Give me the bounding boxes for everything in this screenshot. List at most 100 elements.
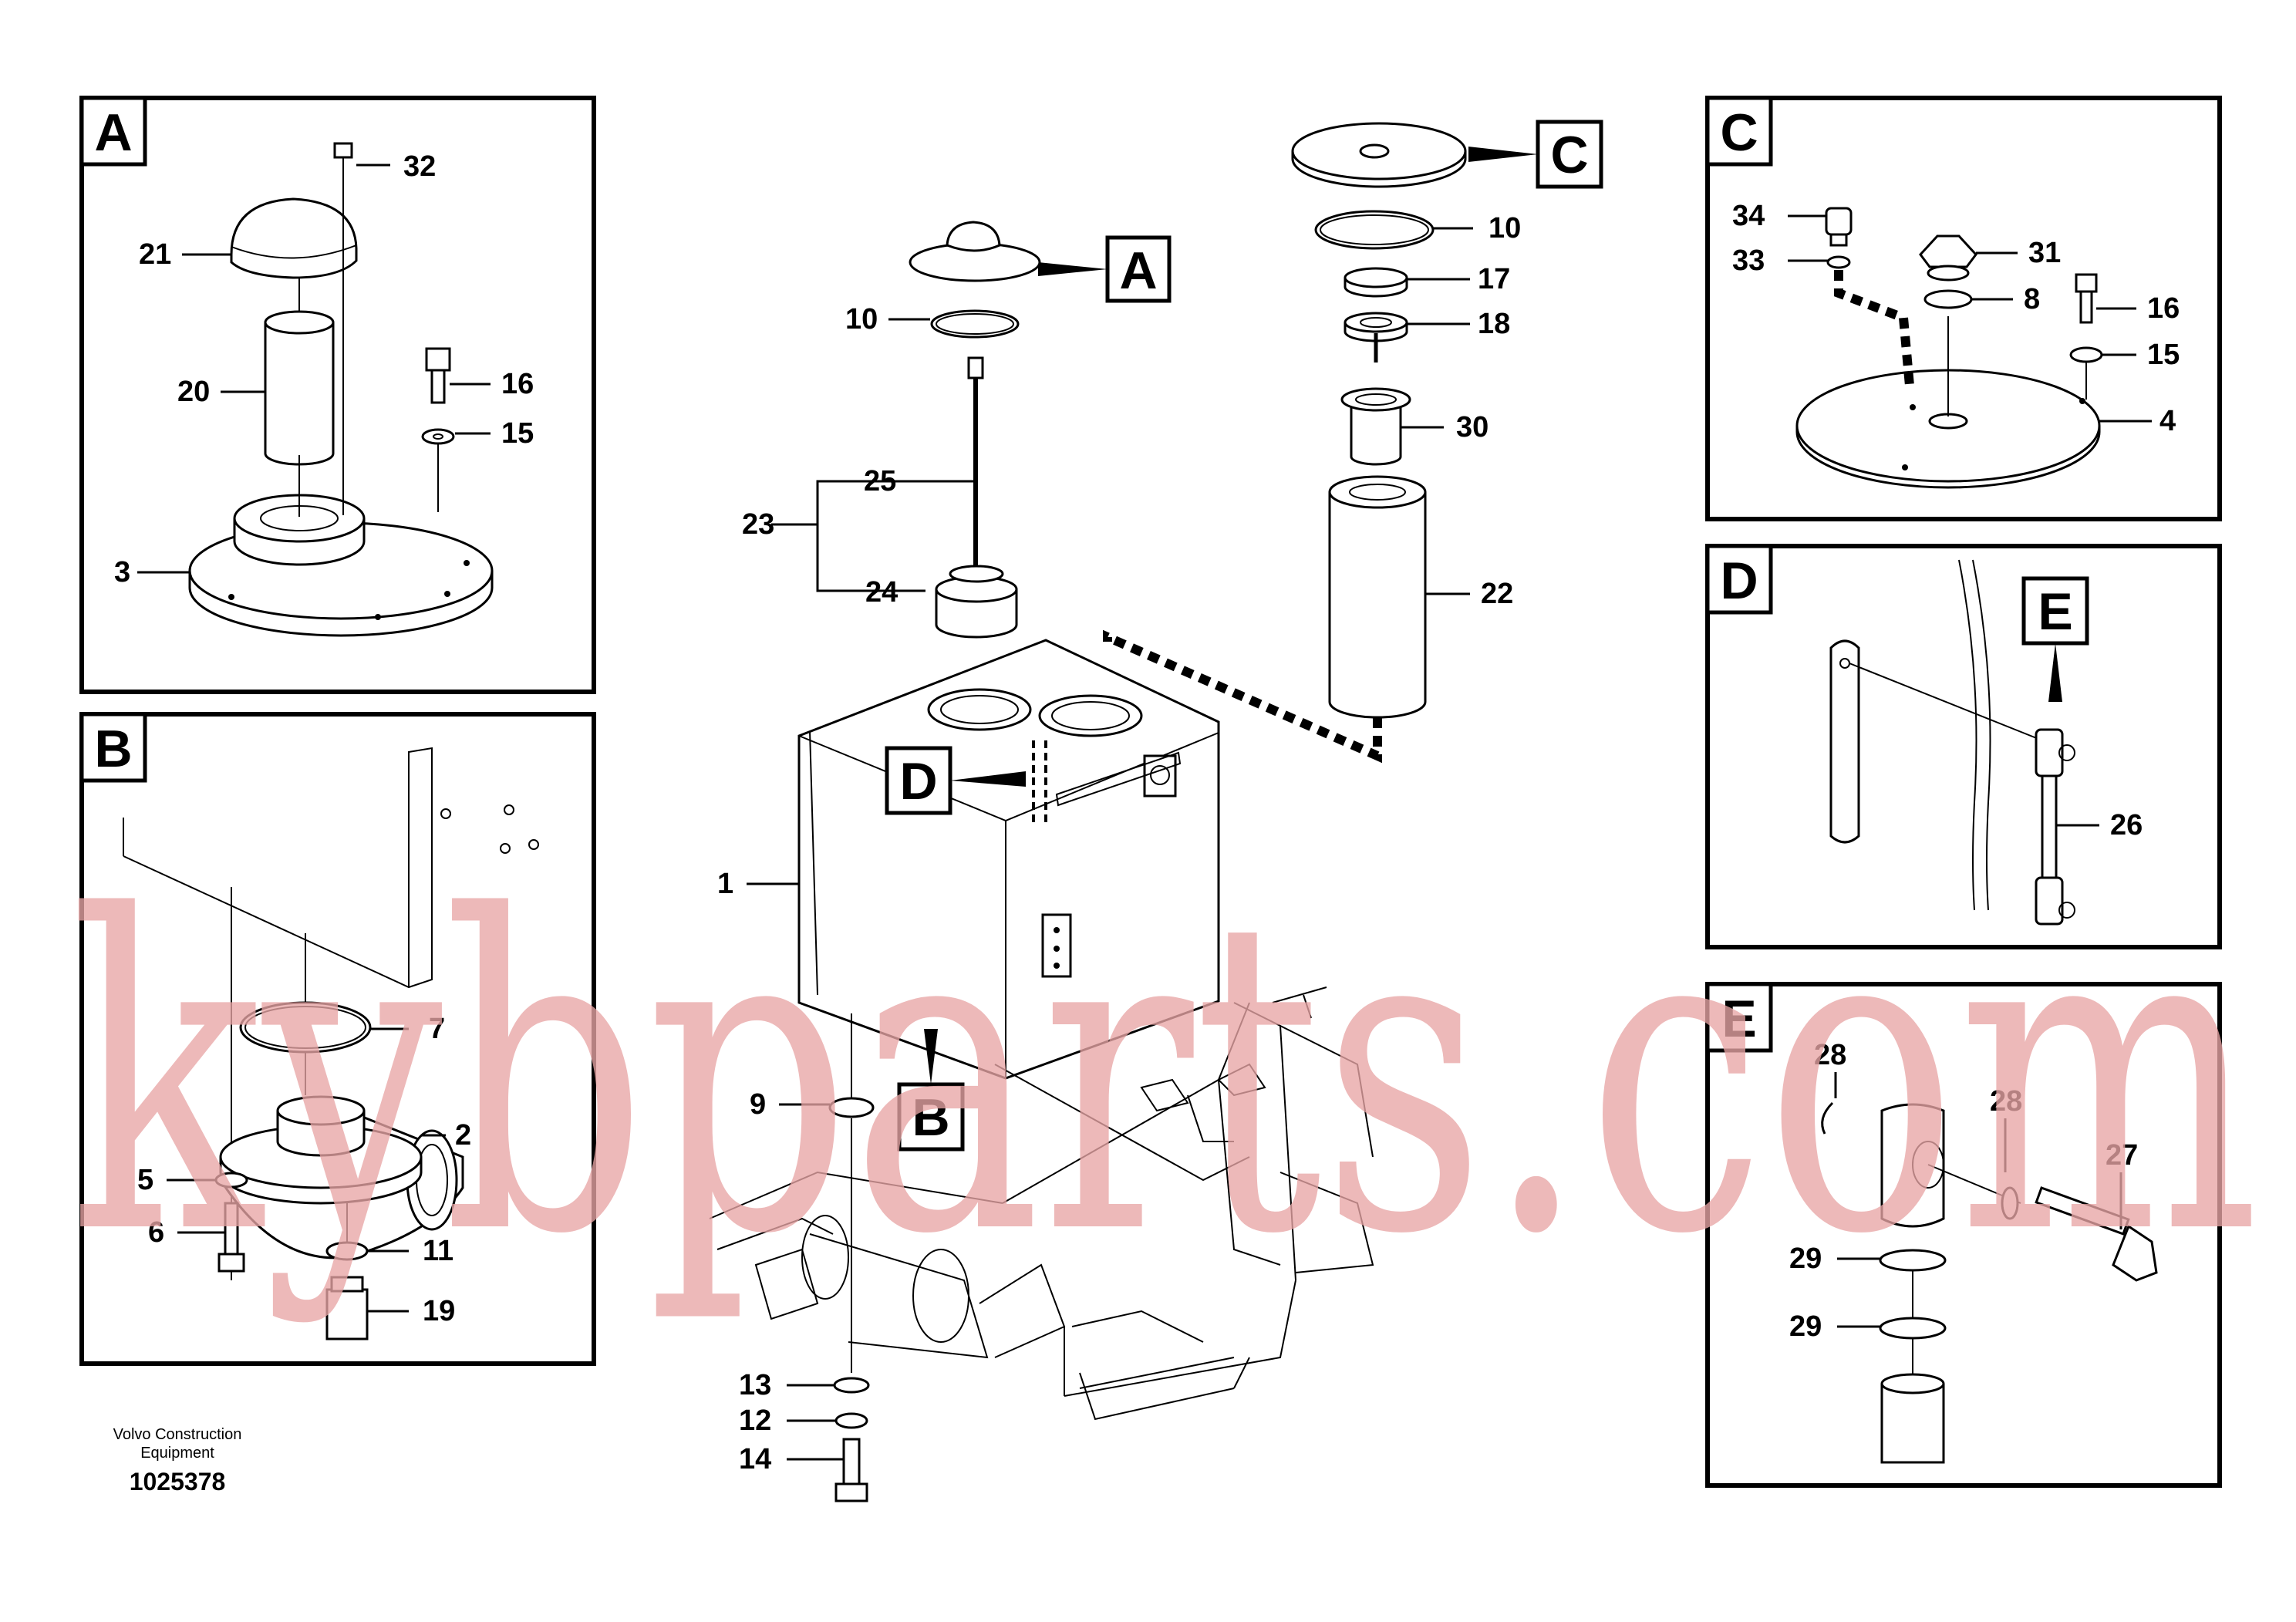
label-22: 22 (1481, 578, 1513, 610)
label-19: 19 (423, 1295, 455, 1327)
filter-tube-20[interactable] (264, 322, 335, 466)
callout-b-letter: B (912, 1088, 949, 1147)
panel-d: D 26 E (1705, 544, 2222, 949)
label-32: 32 (403, 150, 436, 183)
seal-28a[interactable] (1821, 1101, 1834, 1135)
label-3: 3 (114, 556, 130, 588)
drawing-number: 1025378 (130, 1468, 226, 1496)
label-18: 18 (1478, 308, 1510, 340)
label-23: 23 (742, 508, 774, 541)
label-30: 30 (1456, 411, 1489, 443)
bolt-16[interactable] (425, 347, 451, 372)
o-ring-10b[interactable] (1314, 210, 1435, 250)
washer-15[interactable] (421, 428, 455, 445)
label-11: 11 (423, 1235, 453, 1267)
panel-e-letter: E (1721, 990, 1756, 1048)
panel-b: B 7 2 5 6 (79, 712, 596, 1366)
label-2: 2 (455, 1119, 471, 1152)
callout-e-letter: E (2038, 582, 2072, 641)
label-13: 13 (739, 1369, 771, 1401)
label-16a: 16 (501, 368, 534, 400)
label-12: 12 (739, 1404, 771, 1437)
label-15c: 15 (2147, 339, 2180, 371)
panel-d-tag (1705, 544, 1773, 615)
label-31: 31 (2028, 237, 2061, 269)
return-filter-22[interactable] (1328, 492, 1427, 719)
plug-34[interactable] (1825, 207, 1853, 236)
label-25: 25 (864, 465, 896, 497)
float-24[interactable] (935, 589, 1018, 639)
callout-d (885, 746, 952, 815)
label-28a: 28 (1814, 1039, 1846, 1071)
panel-c-tag (1705, 96, 1773, 167)
label-15a: 15 (501, 417, 534, 450)
company-name-line1: Volvo Construction (113, 1426, 242, 1443)
panel-d-letter: D (1720, 551, 1758, 610)
label-33: 33 (1732, 244, 1765, 277)
label-1: 1 (717, 868, 733, 900)
sight-tube[interactable] (1880, 1384, 1945, 1464)
panel-b-frame (79, 712, 596, 1366)
label-10a: 10 (845, 303, 878, 336)
panel-d-frame (1705, 544, 2222, 949)
watermark-text: kybparts.com (69, 826, 2260, 1329)
label-10b: 10 (1489, 212, 1521, 244)
bolt-14[interactable] (842, 1438, 861, 1485)
label-16c: 16 (2147, 292, 2180, 325)
label-4: 4 (2159, 405, 2176, 437)
callout-a-letter: A (1119, 241, 1157, 300)
company-name-line2: Equipment (140, 1445, 214, 1462)
spacer-9[interactable] (828, 1097, 875, 1118)
lock-washer-12[interactable] (834, 1412, 868, 1429)
sight-bracket[interactable] (1829, 639, 1860, 844)
washer-13[interactable] (833, 1377, 870, 1394)
center-assembly: A 10 25 23 24 C 10 (709, 120, 1603, 1502)
label-34: 34 (1732, 200, 1765, 232)
label-8: 8 (2024, 283, 2040, 315)
panel-c: C 34 33 31 8 16 15 4 (1705, 96, 2222, 521)
washer-33[interactable] (1826, 255, 1851, 269)
label-27: 27 (2106, 1139, 2138, 1172)
panel-e-tag (1705, 982, 1773, 1053)
label-29a: 29 (1789, 1243, 1822, 1275)
label-21: 21 (139, 238, 171, 271)
label-20: 20 (177, 376, 210, 408)
label-28b: 28 (1990, 1085, 2022, 1118)
label-14: 14 (739, 1443, 771, 1475)
label-9: 9 (750, 1088, 766, 1121)
callout-d-letter: D (899, 752, 937, 811)
panel-a-letter: A (94, 103, 132, 162)
bolt-27[interactable] (2035, 1186, 2130, 1236)
label-24: 24 (865, 576, 898, 609)
label-17: 17 (1478, 263, 1510, 295)
o-ring-10a[interactable] (930, 309, 1020, 339)
o-ring-7[interactable] (239, 1001, 372, 1054)
panel-e-frame (1705, 982, 2222, 1488)
panel-b-letter: B (94, 720, 132, 778)
label-7: 7 (429, 1013, 445, 1045)
panel-a: A 32 21 20 16 15 (79, 96, 596, 694)
filter-head-30[interactable] (1350, 400, 1402, 466)
panel-c-frame (1705, 96, 2222, 521)
label-5: 5 (137, 1164, 153, 1196)
panel-a-frame (79, 96, 596, 694)
callout-c (1536, 120, 1603, 189)
breather-cap-21[interactable] (230, 197, 358, 279)
machine-frame (709, 986, 1374, 1421)
panel-c-letter: C (1720, 103, 1758, 162)
level-rod-25[interactable] (967, 356, 984, 379)
panel-e: E 28 28 27 29 29 (1705, 982, 2222, 1488)
washer-15c[interactable] (2069, 346, 2103, 363)
panel-b-tag (79, 712, 147, 783)
filler-plug-31[interactable] (1919, 234, 1977, 268)
label-29b: 29 (1789, 1310, 1822, 1343)
panel-a-tag (79, 96, 147, 167)
label-6: 6 (148, 1216, 164, 1249)
level-gauge-26[interactable] (2035, 728, 2064, 777)
callout-c-letter: C (1550, 126, 1588, 184)
label-26: 26 (2110, 809, 2143, 841)
screw-32[interactable] (333, 142, 353, 159)
bolt-16c[interactable] (2075, 273, 2098, 293)
seal-8[interactable] (1923, 289, 1973, 309)
